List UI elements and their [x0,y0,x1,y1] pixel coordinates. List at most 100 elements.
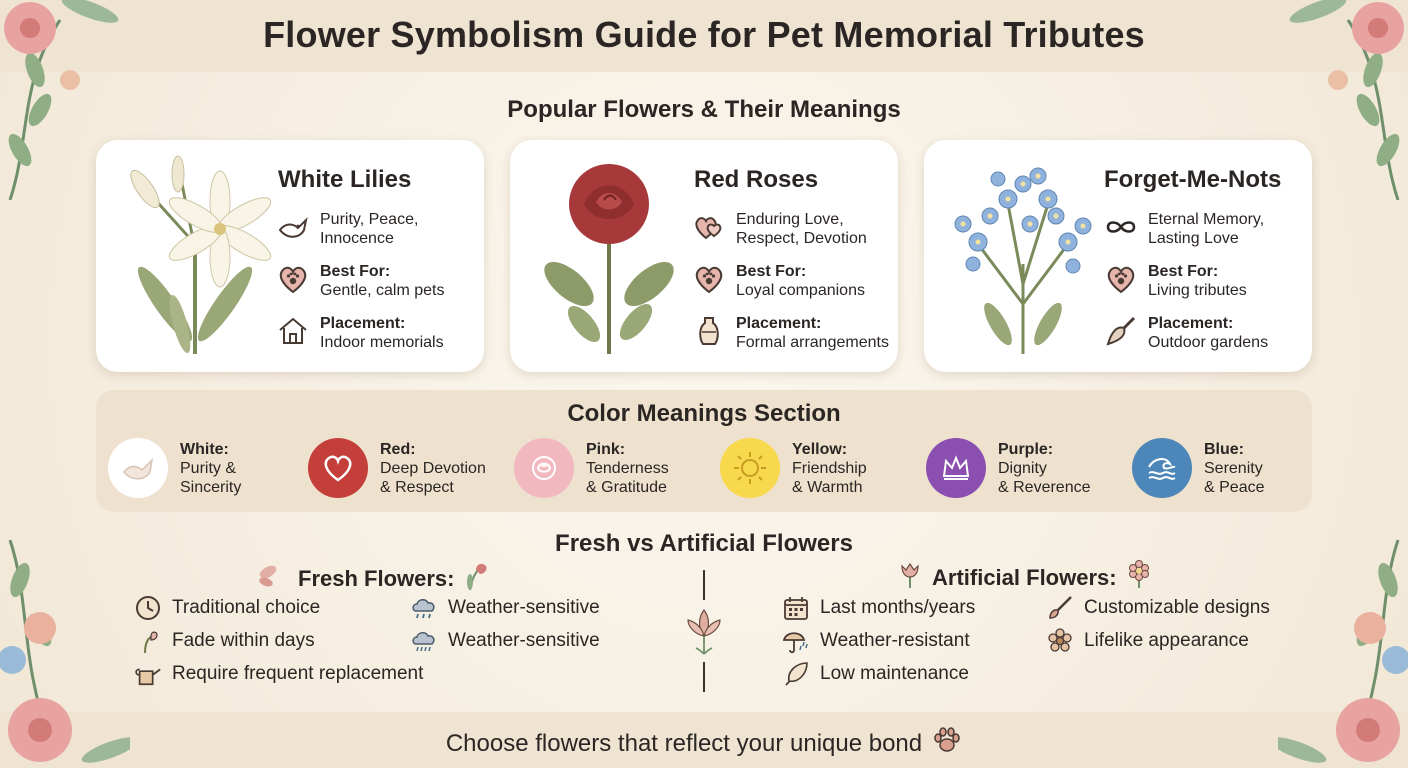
best-for-row: Best For:Loyal companions [692,262,865,300]
color-meaning-line: & Peace [1204,478,1265,496]
color-meaning-line: Purity & [180,459,237,477]
feather-icon [782,660,810,688]
fresh-item-text: Require frequent replacement [172,663,424,684]
sun-icon [720,438,780,498]
flower-card-white-lilies: White Lilies Purity, Peace, Innocence Be… [96,140,484,372]
color-label: Yellow: [792,440,848,458]
artificial-item-text: Lifelike appearance [1084,630,1249,651]
footer: Choose flowers that reflect your unique … [0,726,1408,761]
rain-cloud-icon [410,627,438,655]
fresh-flowers-title: Fresh Flowers: [298,566,455,591]
color-label: Blue: [1204,440,1244,458]
petals-icon [256,562,290,596]
color-meanings-title: Color Meanings Section [567,400,841,427]
center-divider [687,570,721,692]
daisy-icon [1046,627,1074,655]
placement-label: Placement: [736,315,822,332]
section-heading: Popular Flowers & Their Meanings [507,96,901,123]
brush-icon [1046,594,1074,622]
clock-icon [134,594,162,622]
card-title: Forget-Me-Nots [1104,166,1282,193]
artificial-flowers-heading: Artificial Flowers: [896,560,1153,596]
color-meanings-panel: Color Meanings Section White:Purity &Sin… [96,390,1312,512]
placement-label: Placement: [1148,315,1234,332]
card-title: White Lilies [278,166,412,193]
artificial-item-text: Low maintenance [820,663,969,684]
color-item-yellow: Yellow:Friendship& Warmth [720,438,867,498]
title-banner [0,0,1408,72]
daisy-icon [1125,560,1153,596]
meaning-text: Enduring Love, Respect, Devotion [736,211,867,247]
artificial-item: Last months/years [782,594,975,622]
tulip-icon [896,560,924,596]
fresh-item-text: Fade within days [172,630,315,651]
watering-can-icon [134,660,162,688]
color-item-purple: Purple:Dignity& Reverence [926,438,1091,498]
fresh-item-text: Traditional choice [172,597,321,618]
fresh-item: Traditional choice [134,594,320,622]
placement-row: Placement:Indoor memorials [276,314,444,352]
two-hearts-icon [692,210,726,244]
lily-illustration [130,155,272,354]
artificial-item-text: Weather-resistant [820,630,970,651]
house-icon [276,314,310,348]
vase-icon [692,314,726,348]
fresh-flowers-heading: Fresh Flowers: [256,560,492,598]
artificial-item: Low maintenance [782,660,969,688]
color-meaning-line: & Reverence [998,478,1091,496]
best-for-label: Best For: [1148,263,1219,280]
artificial-item-text: Last months/years [820,597,976,618]
color-meaning-line: Tenderness [586,459,669,477]
color-item-red: Red:Deep Devotion& Respect [308,438,486,498]
color-label: Red: [380,440,416,458]
color-item-white: White:Purity &Sincerity [108,438,241,498]
meaning-text: Eternal Memory, Lasting Love [1148,211,1265,247]
wilted-flower-icon [134,627,162,655]
flower-card-red-roses: Red Roses Enduring Love, Respect, Devoti… [510,140,898,372]
artificial-item: Customizable designs [1046,594,1270,622]
fresh-item: Weather-sensitive [410,594,600,622]
card-title: Red Roses [694,166,819,193]
meaning-row: Enduring Love, Respect, Devotion [692,210,867,248]
color-item-pink: Pink:Tenderness& Gratitude [514,438,669,498]
artificial-item: Weather-resistant [782,627,970,655]
meaning-row: Eternal Memory, Lasting Love [1104,210,1264,248]
color-label: Purple: [998,440,1054,458]
color-label: White: [180,440,229,458]
color-meaning-line: Deep Devotion [380,459,486,477]
best-for-text: Living tributes [1148,282,1247,299]
dove-icon [108,438,168,498]
umbrella-icon [782,627,810,655]
placement-text: Outdoor gardens [1148,334,1269,351]
fresh-item-text: Weather-sensitive [448,597,600,618]
meaning-text: Purity, Peace, Innocence [320,211,419,247]
best-for-row: Best For: Living tributes [1104,262,1247,300]
heart-icon [308,438,368,498]
heart-paw-icon [276,262,310,296]
rose-illustration [544,164,674,354]
calendar-icon [782,594,810,622]
best-for-text: Loyal companions [736,282,865,299]
color-item-blue: Blue:Serenity& Peace [1132,438,1264,498]
trowel-icon [1104,314,1138,348]
color-meaning-line: Sincerity [180,478,242,496]
wave-icon [1132,438,1192,498]
infinity-icon [1104,210,1138,244]
footer-text: Choose flowers that reflect your unique … [445,729,923,757]
best-for-label: Best For: [320,263,391,280]
fresh-item: Fade within days [134,627,315,655]
page-title: Flower Symbolism Guide for Pet Memorial … [263,14,1145,55]
flower-card-forget-me-nots: Forget-Me-Nots Eternal Memory, Lasting L… [924,140,1312,372]
meaning-row: Purity, Peace, Innocence [276,210,418,248]
placement-text: Formal arrangements [736,334,889,351]
color-meaning-line: Friendship [792,459,867,477]
placement-text: Indoor memorials [320,334,444,351]
color-meaning-line: Serenity [1204,459,1263,477]
color-label: Pink: [586,440,626,458]
crown-icon [926,438,986,498]
forget-me-not-illustration [954,167,1092,354]
fresh-item-text: Weather-sensitive [448,630,600,651]
best-for-text: Gentle, calm pets [320,282,445,299]
artificial-item: Lifelike appearance [1046,627,1249,655]
placement-row: Placement: Outdoor gardens [1104,314,1268,352]
